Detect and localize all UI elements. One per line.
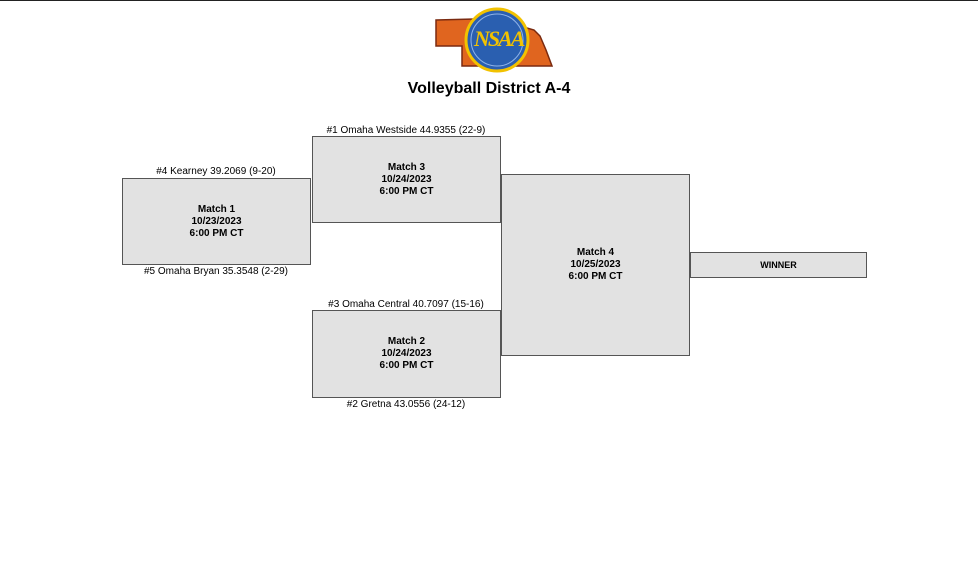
match-3-time: 6:00 PM CT (379, 185, 434, 197)
nebraska-logo-icon (435, 7, 554, 73)
team-seed-5: #5 Omaha Bryan 35.3548 (2-29) (144, 266, 288, 277)
team-seed-2: #2 Gretna 43.0556 (24-12) (346, 399, 466, 410)
team-seed-4: #4 Kearney 39.2069 (9-20) (156, 166, 276, 177)
match-4-date: 10/25/2023 (570, 259, 621, 270)
match-3-date: 10/24/2023 (381, 173, 432, 185)
match-4-time: 6:00 PM CT (568, 271, 623, 282)
top-rule (0, 0, 978, 1)
match-2-name: Match 2 (387, 336, 426, 347)
match-3-box: Match 3 10/24/2023 6:00 PM CT (312, 136, 501, 223)
winner-box: WINNER (690, 252, 867, 278)
logo-lettering: NSAA (474, 26, 525, 51)
match-1-time: 6:00 PM CT (189, 227, 244, 239)
nsaa-logo: NSAA (434, 6, 554, 74)
match-1-date: 10/23/2023 (191, 215, 242, 227)
connector-line (310, 178, 311, 222)
page-title: Volleyball District A-4 (407, 80, 571, 97)
match-2-time: 6:00 PM CT (379, 360, 434, 371)
team-seed-1: #1 Omaha Westside 44.9355 (22-9) (326, 125, 486, 136)
match-1-name: Match 1 (197, 203, 236, 215)
match-2-date: 10/24/2023 (381, 348, 432, 359)
match-1-box: Match 1 10/23/2023 6:00 PM CT (122, 178, 311, 265)
match-4-box: Match 4 10/25/2023 6:00 PM CT (501, 174, 690, 356)
match-4-name: Match 4 (576, 247, 615, 258)
match-3-name: Match 3 (387, 161, 426, 173)
team-seed-3: #3 Omaha Central 40.7097 (15-16) (328, 299, 484, 310)
match-2-box: Match 2 10/24/2023 6:00 PM CT (312, 310, 501, 398)
